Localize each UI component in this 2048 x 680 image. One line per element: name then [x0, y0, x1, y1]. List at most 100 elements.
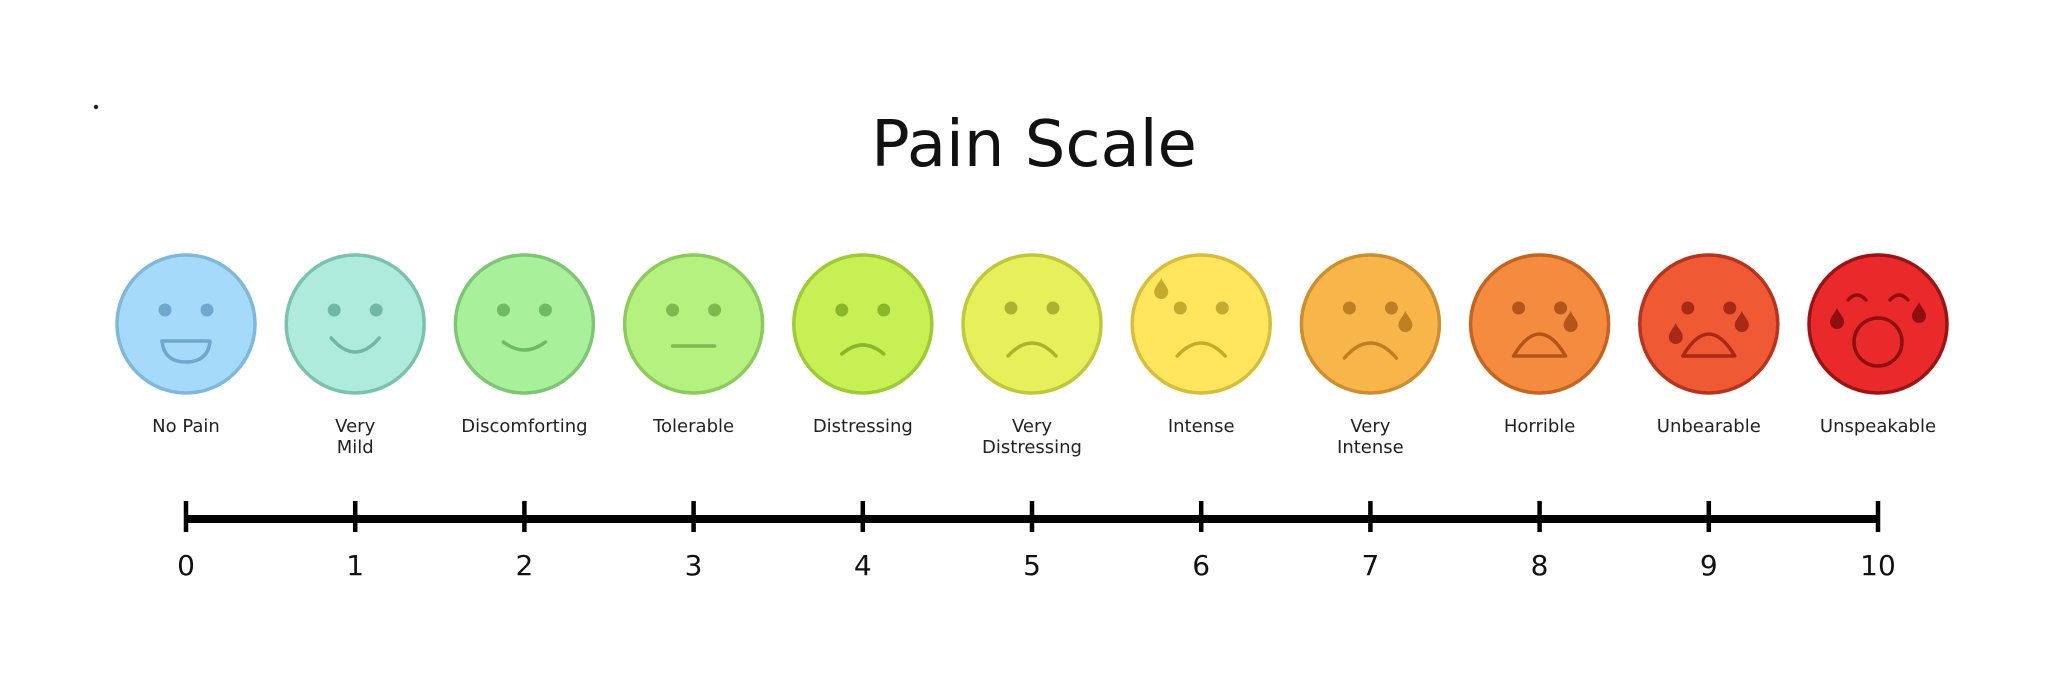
eye — [369, 303, 383, 317]
tick-label: 8 — [1531, 549, 1549, 582]
eye — [1554, 301, 1568, 315]
mouth — [501, 340, 548, 352]
face-level-5 — [961, 253, 1103, 395]
face-circle — [1299, 253, 1442, 395]
eye — [158, 303, 172, 317]
eye — [1512, 301, 1526, 315]
scale-axis: 0 1 2 3 4 5 6 7 8 9 10 — [177, 501, 1896, 582]
level-label-line: Distressing — [813, 416, 913, 437]
face-circle — [284, 253, 426, 395]
level-label: No Pain — [152, 416, 220, 437]
level-label-line: Unspeakable — [1820, 416, 1936, 437]
tear-drop — [1563, 311, 1578, 332]
tear-drop — [1154, 278, 1169, 299]
level-label: Discomforting — [461, 416, 587, 437]
face-circle — [1468, 253, 1611, 395]
face-level-8 — [1468, 253, 1611, 395]
eye — [1215, 301, 1229, 315]
eye — [1681, 301, 1695, 315]
tick-label: 3 — [685, 549, 703, 582]
level-label-line: Mild — [337, 437, 374, 458]
level-label: Distressing — [813, 416, 913, 437]
eye — [200, 303, 214, 317]
tear-drop — [1398, 311, 1413, 332]
face-circle — [1807, 253, 1949, 395]
face-circle — [622, 253, 765, 395]
eye — [1173, 301, 1187, 315]
eye — [708, 303, 722, 317]
mouth — [160, 339, 212, 364]
face-level-0 — [115, 253, 257, 395]
tick-label: 0 — [177, 549, 195, 582]
tear-drop — [1734, 311, 1749, 332]
face-level-7 — [1299, 253, 1442, 395]
face-level-10 — [1807, 253, 1949, 395]
mouth — [1852, 316, 1904, 368]
eye — [835, 303, 849, 317]
face-circle — [115, 253, 257, 395]
tear-drop — [1830, 308, 1844, 329]
level-label-line: Intense — [1337, 437, 1404, 458]
tick-label: 9 — [1700, 549, 1718, 582]
face-level-3 — [622, 253, 765, 395]
closed-eye — [1846, 293, 1868, 302]
mouth — [1006, 341, 1058, 358]
tick-label: 2 — [515, 549, 533, 582]
faces-row — [115, 253, 1949, 395]
eye — [538, 303, 552, 317]
tick-label: 5 — [1023, 549, 1041, 582]
tick-label: 7 — [1361, 549, 1379, 582]
eye — [1384, 301, 1398, 315]
level-label: Unspeakable — [1820, 416, 1936, 437]
diagram-title: Pain Scale — [871, 108, 1197, 182]
eye — [1723, 301, 1737, 315]
face-level-6 — [1130, 253, 1272, 395]
level-label-line: Very — [1350, 416, 1390, 437]
level-label-line: No Pain — [152, 416, 220, 437]
face-level-2 — [453, 253, 596, 395]
tick-label: 6 — [1192, 549, 1210, 582]
level-label-line: Tolerable — [652, 416, 734, 437]
mouth — [840, 343, 886, 356]
eye — [1046, 301, 1060, 315]
level-label: Unbearable — [1657, 416, 1761, 437]
face-level-4 — [792, 253, 934, 395]
mouth — [1511, 332, 1568, 358]
level-label: Intense — [1168, 416, 1235, 437]
closed-eye — [1888, 293, 1910, 302]
face-circle — [961, 253, 1103, 395]
stray-dot — [93, 104, 99, 110]
level-label-line: Distressing — [982, 437, 1082, 458]
face-level-9 — [1638, 253, 1780, 395]
tear-drop — [1912, 302, 1926, 323]
eye — [496, 303, 510, 317]
face-circle — [1130, 253, 1272, 395]
face-circle — [1638, 253, 1780, 395]
eye — [1004, 301, 1018, 315]
tick-label: 1 — [346, 549, 364, 582]
mouth — [1342, 341, 1399, 360]
eye — [1342, 301, 1356, 315]
face-circle — [792, 253, 934, 395]
level-label-line: Very — [335, 416, 375, 437]
face-circle — [453, 253, 596, 395]
level-label-line: Intense — [1168, 416, 1235, 437]
face-level-1 — [284, 253, 426, 395]
tick-label: 10 — [1860, 549, 1896, 582]
level-label-line: Very — [1012, 416, 1052, 437]
level-label: Tolerable — [652, 416, 734, 437]
mouth — [1175, 341, 1227, 358]
level-label-line: Horrible — [1504, 416, 1576, 437]
mouth — [1681, 332, 1737, 358]
level-label-line: Unbearable — [1657, 416, 1761, 437]
mouth — [329, 336, 381, 354]
eye — [327, 303, 341, 317]
level-label-line: Discomforting — [461, 416, 587, 437]
tear-drop — [1668, 323, 1683, 345]
tick-label: 4 — [854, 549, 872, 582]
